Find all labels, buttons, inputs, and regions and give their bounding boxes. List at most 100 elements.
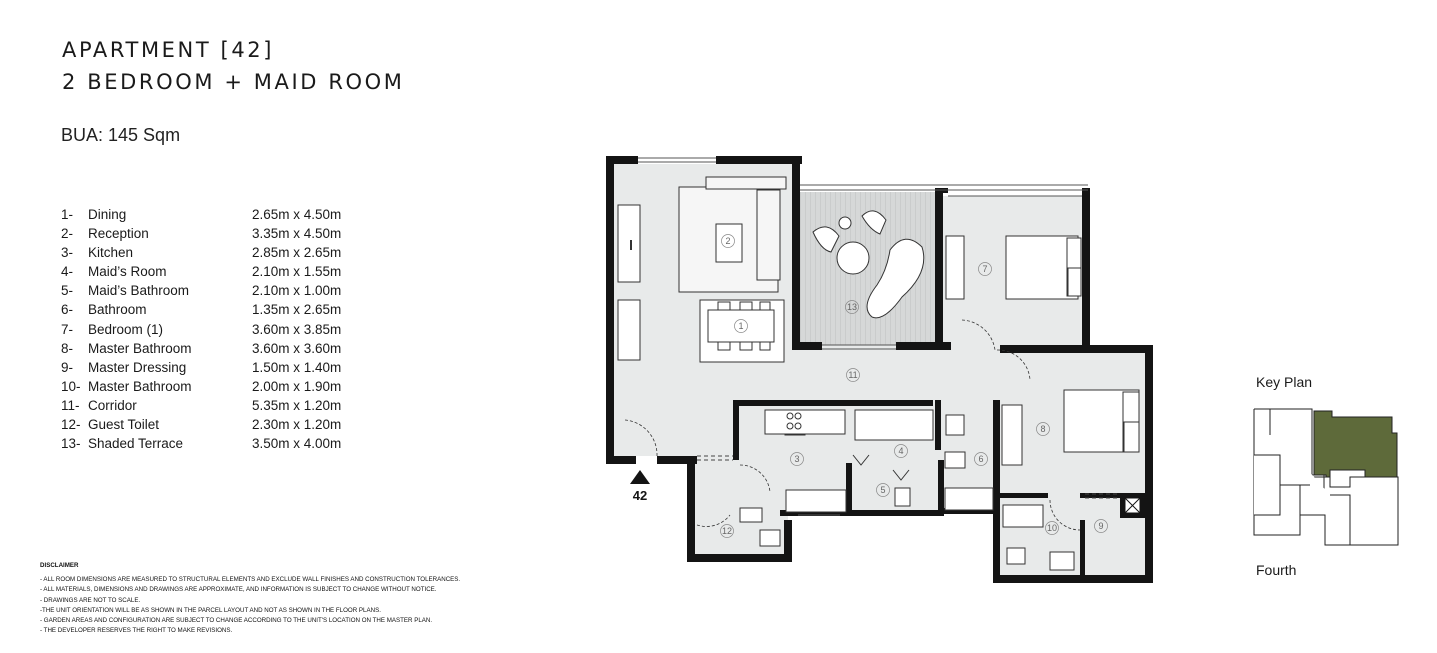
room-number-label: 12 [722,526,732,536]
disclaimer-line: - ALL MATERIALS, DIMENSIONS AND DRAWINGS… [40,586,437,594]
room-number-label: 4 [898,446,903,456]
room-row: 8- Master Bathroom 3.60m x 3.60m [61,339,361,358]
room-num: 1- [61,207,74,222]
room-number-label: 7 [982,264,987,274]
room-name: Master Bathroom [88,340,192,356]
dashed-partitions [697,455,1120,499]
room-row: 4- Maid’s Room 2.10m x 1.55m [61,262,361,281]
room-name: Bathroom [88,302,147,318]
room-label-circle [846,368,860,382]
apartment-type: 2 BEDROOM + MAID ROOM [62,70,405,94]
furniture [617,176,1140,571]
entrance-arrow-icon [630,470,650,484]
room-number-label: 13 [847,302,857,312]
room-number-label: 8 [1040,424,1045,434]
disclaimer-line: -THE UNIT ORIENTATION WILL BE AS SHOWN I… [40,606,381,614]
room-dim: 2.00m x 1.90m [252,378,342,394]
room-num: 5- [61,283,74,299]
room-dim: 3.60m x 3.60m [252,340,342,356]
room-name: Corridor [88,397,137,413]
room-label-circle [978,262,992,276]
room-name: Dining [88,207,127,222]
page-title: APARTMENT [42] 2 BEDROOM + MAID ROOM [62,34,405,98]
entrance-label: 42 [633,488,647,503]
room-name: Maid’s Bathroom [88,283,190,299]
room-number-label: 3 [794,454,799,464]
apartment-title: APARTMENT [42] [62,38,275,62]
room-dim: 2.85m x 2.65m [252,245,342,261]
room-num: 12- [61,417,81,433]
room-row: 9- Master Dressing 1.50m x 1.40m [61,358,361,377]
room-schedule: 1- Dining 2.65m x 4.50m 2- Reception 3.35m x … [61,205,361,453]
room-num: 6- [61,302,74,318]
room-number-label: 1 [738,321,743,331]
room-label-circle [734,319,748,333]
disclaimer-line: - ALL ROOM DIMENSIONS ARE MEASURED TO ST… [40,576,461,584]
room-name: Maid’s Room [88,264,167,280]
room-name: Master Bathroom [88,378,192,394]
room-num: 7- [61,321,74,337]
room-row: 1- Dining 2.65m x 4.50m [61,205,361,224]
disclaimer-title: DISCLAIMER [40,562,79,569]
room-num: 4- [61,264,74,280]
room-number-label: 2 [725,236,730,246]
room-num: 13- [61,436,81,452]
room-num: 8- [61,340,74,356]
disclaimer-line: - THE DEVELOPER RESERVES THE RIGHT TO MA… [40,627,233,635]
room-name: Bedroom (1) [88,321,164,337]
room-number-label: 11 [848,370,857,380]
room-dim: 3.35m x 4.50m [252,226,342,242]
room-label-circle [1094,519,1108,533]
room-dim: 1.50m x 1.40m [252,359,342,375]
disclaimer-line: - GARDEN AREAS AND CONFIGURATION ARE SUB… [40,617,433,625]
room-dim: 2.10m x 1.55m [252,264,342,280]
windows [638,157,1088,516]
room-label-circle [790,452,804,466]
room-number-label: 6 [978,454,983,464]
room-row: 5- Maid’s Bathroom 2.10m x 1.00m [61,281,361,300]
room-name: Master Dressing [88,359,187,375]
room-row: 7- Bedroom (1) 3.60m x 3.85m [61,320,361,339]
room-row: 13- Shaded Terrace 3.50m x 4.00m [61,434,361,453]
room-num: 10- [61,378,81,394]
room-label-circle [974,452,988,466]
room-dim: 3.60m x 3.85m [252,321,342,337]
bua-area: BUA: 145 Sqm [61,125,181,145]
room-name: Kitchen [88,245,134,261]
room-num: 2- [61,226,74,242]
room-row: 11- Corridor 5.35m x 1.20m [61,396,361,415]
room-dim: 2.10m x 1.00m [252,283,342,299]
disclaimer-lines: - ALL ROOM DIMENSIONS ARE MEASURED TO ST… [40,575,460,636]
room-row: 2- Reception 3.35m x 4.50m [61,224,361,243]
room-label-circle [1036,422,1050,436]
room-number-label: 10 [1047,523,1057,533]
room-label-circle [721,234,735,248]
room-label-circle [1045,521,1059,535]
disclaimer-line: - DRAWINGS ARE NOT TO SCALE. [40,596,141,604]
key-plan [1253,408,1399,546]
room-row: 10- Master Bathroom 2.00m x 1.90m [61,377,361,396]
room-num: 9- [61,359,74,375]
room-label-circle [720,524,734,538]
room-label-circle [876,483,890,497]
room-dim: 2.65m x 4.50m [252,207,342,222]
keyplan-floor: Fourth [1256,562,1297,578]
room-name: Guest Toilet [88,417,160,433]
room-name: Shaded Terrace [88,436,184,452]
keyplan-title: Key Plan [1256,374,1313,390]
room-dim: 5.35m x 1.20m [252,397,342,413]
room-label-circle [894,444,908,458]
room-number-label: 5 [880,485,885,495]
room-dim: 3.50m x 4.00m [252,436,342,452]
room-number-label: 9 [1098,521,1103,531]
room-num: 11- [61,397,80,413]
door-swings [624,319,1081,531]
walls [606,156,1153,583]
unit-location-highlight [1313,410,1398,478]
room-name: Reception [88,226,149,242]
